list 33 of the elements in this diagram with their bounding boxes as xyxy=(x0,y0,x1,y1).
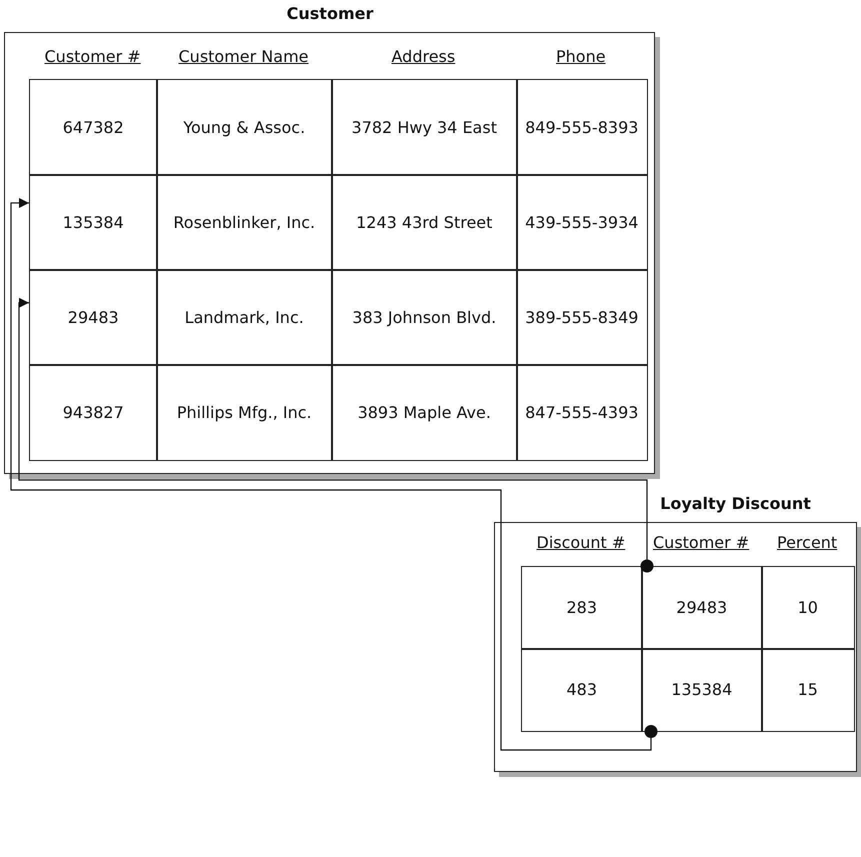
table-cell: Rosenblinker, Inc. xyxy=(156,174,332,270)
table-cell: 135384 xyxy=(29,174,158,270)
arrow xyxy=(18,298,654,572)
column-header: Phone xyxy=(556,47,606,66)
table-cell: 135384 xyxy=(641,648,762,732)
table-cell: 647382 xyxy=(29,79,158,176)
table-cell: 3782 Hwy 34 East xyxy=(331,79,518,176)
table-cell: 389-555-8349 xyxy=(516,269,648,366)
table-cell: 383 Johnson Blvd. xyxy=(331,269,518,366)
table-cell: 29483 xyxy=(29,269,158,366)
arrow xyxy=(10,198,658,751)
table-cell: 439-555-3934 xyxy=(516,174,648,270)
table-cell: 849-555-8393 xyxy=(516,79,648,176)
table-cell: 3893 Maple Ave. xyxy=(331,364,518,460)
table-cell: 15 xyxy=(761,648,854,732)
table-cell: Phillips Mfg., Inc. xyxy=(156,364,332,460)
column-header: Percent xyxy=(777,533,838,552)
table-cell: Young & Assoc. xyxy=(156,79,332,176)
table-cell: Landmark, Inc. xyxy=(156,269,332,366)
table-cell: 283 xyxy=(521,566,642,650)
table-cell: 29483 xyxy=(641,566,762,650)
column-header: Customer Name xyxy=(178,47,309,66)
column-header: Customer # xyxy=(44,47,141,66)
table-title: Loyalty Discount xyxy=(659,494,812,515)
table-cell: 847-555-4393 xyxy=(516,364,648,460)
column-header: Address xyxy=(392,47,456,66)
table-title: Customer xyxy=(286,4,374,25)
table-cell: 10 xyxy=(761,566,854,650)
table-cell: 483 xyxy=(521,648,642,732)
table-cell: 1243 43rd Street xyxy=(331,174,518,270)
column-header: Customer # xyxy=(653,533,750,552)
column-header: Discount # xyxy=(536,533,626,552)
table-cell: 943827 xyxy=(29,364,158,460)
